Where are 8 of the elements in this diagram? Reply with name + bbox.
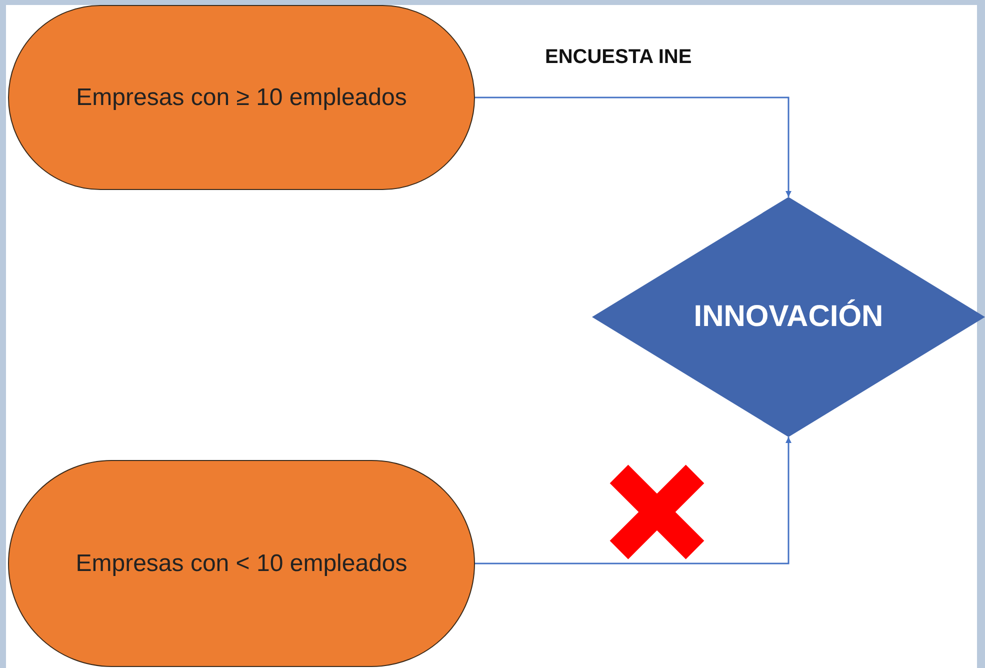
terminal-shape: [8, 460, 475, 667]
connector-arrow: [475, 437, 792, 564]
node-label: INNOVACIÓN: [694, 300, 884, 334]
node-label: Empresas con ≥ 10 empleados: [76, 84, 407, 112]
terminal-shape: [8, 5, 475, 190]
node-label: Empresas con < 10 empleados: [76, 550, 408, 578]
decision-diamond: [592, 197, 985, 437]
connector-arrow: [475, 96, 792, 197]
